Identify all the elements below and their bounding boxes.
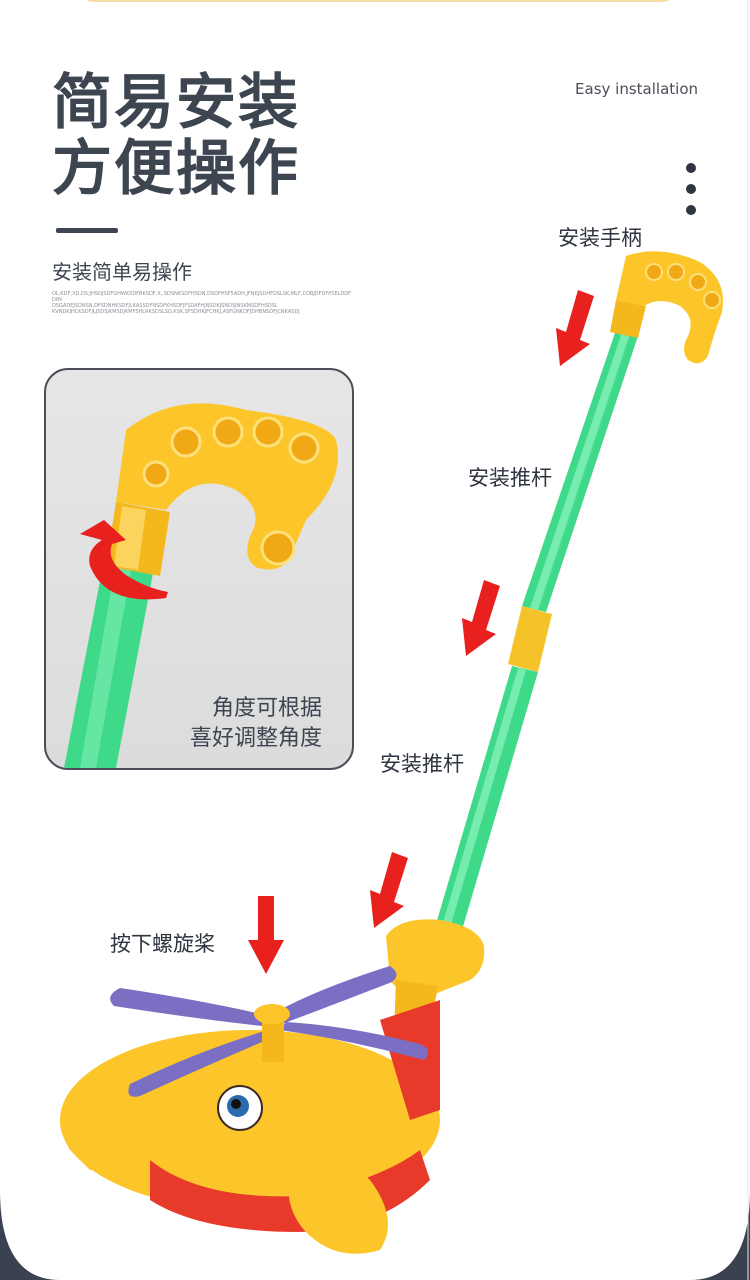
handle-detail-card: 角度可根据 喜好调整角度 [44, 368, 354, 770]
arrow-down-icon [462, 580, 500, 656]
subtitle: 安装简单易操作 [52, 260, 192, 284]
label-install-push-rod-lower: 安装推杆 [380, 752, 464, 776]
handle-closeup-illustration [64, 403, 338, 768]
english-title: Easy installation [575, 80, 698, 98]
page-title: 简易安装 方便操作 [52, 70, 300, 202]
rod-connector [508, 606, 552, 672]
propeller [110, 966, 429, 1097]
title-line-1: 简易安装 [52, 68, 300, 138]
title-line-2: 方便操作 [52, 134, 300, 204]
handle-top [610, 251, 724, 364]
fine-print-line: DSGADEJSDNSN,DFSDNHKSDFJLKASSDFNSDFKHSDF… [52, 303, 278, 309]
label-install-push-rod-upper: 安装推杆 [468, 466, 552, 490]
title-divider [56, 228, 118, 233]
vertical-dots-icon [686, 163, 700, 226]
card-caption-line-2: 喜好调整角度 [189, 726, 322, 751]
arrow-down-icon [556, 290, 594, 366]
label-press-propeller: 按下螺旋桨 [110, 932, 215, 956]
arrow-down-icon [248, 896, 284, 974]
fine-print: OL;KDF;XD,DS;JHSDJSDFGHWKSDFBKSDF,X,,SDS… [52, 291, 352, 315]
fine-print-line: OL;KDF;XD,DS;JHSDJSDFGHWKSDFBKSDF,X,,SDS… [52, 291, 351, 303]
top-banner [78, 0, 678, 2]
card-caption-line-1: 角度可根据 [211, 696, 322, 721]
arrow-down-icon [370, 852, 408, 928]
fine-print-line: KVNDKJHCKSDFJLJSDSJKMSDJKMFSHLRKSDSLSD,K… [52, 309, 300, 315]
label-install-handle: 安装手柄 [558, 226, 642, 250]
